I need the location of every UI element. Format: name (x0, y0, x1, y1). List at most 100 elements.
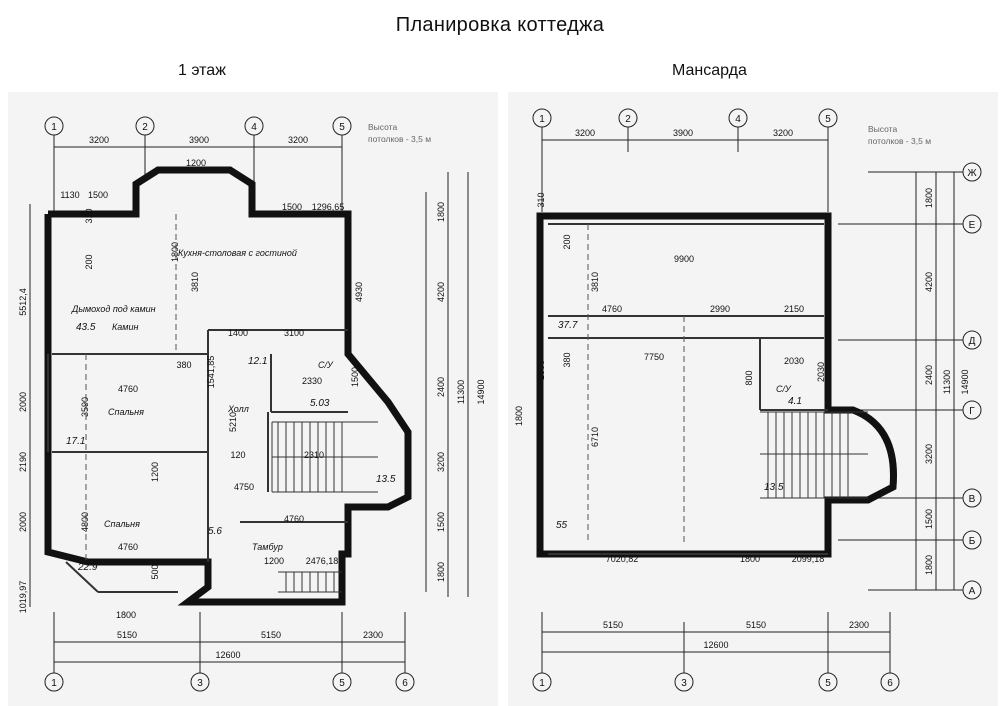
dim-text: 1541,85 (206, 356, 216, 389)
dim-text: 12600 (215, 650, 240, 660)
dim-text: 1400 (228, 328, 248, 338)
axis-label: Б (969, 536, 976, 547)
axis-label: 2 (625, 114, 631, 125)
dim-text: 2310 (304, 450, 324, 460)
dim-text: 14900 (476, 379, 486, 404)
dim-text: 3200 (575, 128, 595, 138)
axis-label: 1 (539, 678, 545, 689)
dim-text: 2000 (18, 392, 28, 412)
room-label-tambour: Тамбур (252, 542, 283, 552)
dim-text: 4800 (80, 512, 90, 532)
dim-text: 6710 (590, 427, 600, 447)
room-label-wc: С/У (776, 384, 792, 394)
axis-label: 3 (197, 678, 203, 689)
dim-text: 3810 (190, 272, 200, 292)
dim-text: 12600 (703, 640, 728, 650)
dim-text: 4930 (354, 282, 364, 302)
dim-text: 1800 (436, 202, 446, 222)
attic-plan: 1 2 4 5 1 3 5 6 Ж Е Д Г В Б А 3200 3900 … (508, 92, 998, 706)
dim-text: 1800 (436, 562, 446, 582)
floor1-label: 1 этаж (178, 62, 226, 79)
axis-label: 1 (51, 678, 57, 689)
area-label: 13.5 (376, 474, 396, 485)
dim-text: 11300 (456, 380, 466, 404)
dim-text: 4760 (118, 542, 138, 552)
area-label: 17.1 (66, 436, 85, 447)
dim-text: 2000 (18, 512, 28, 532)
dim-text: 2030 (816, 362, 826, 382)
axis-label: 2 (142, 122, 148, 133)
area-label: 5.6 (208, 526, 222, 537)
dim-text: 200 (562, 234, 572, 249)
dim-text: 500 (150, 564, 160, 579)
dim-text: 4200 (436, 282, 446, 302)
dim-text: 1800 (924, 555, 934, 575)
axis-label: Ж (967, 168, 977, 179)
dim-text: 380 (176, 360, 191, 370)
dim-text: 5210 (228, 412, 238, 432)
room-label-wc: С/У (318, 360, 334, 370)
dim-text: 1296,65 (312, 202, 345, 212)
dim-text: 1130 (60, 190, 79, 200)
dim-text: 5150 (746, 620, 766, 630)
dim-text: 2099,18 (792, 554, 825, 564)
dim-text: 4200 (924, 272, 934, 292)
axis-label: 5 (339, 678, 345, 689)
area-label: 4.1 (788, 396, 802, 407)
dim-text: 5512,4 (18, 288, 28, 316)
dim-text: 1800 (170, 242, 180, 262)
dim-text: 2330 (302, 376, 322, 386)
dim-text: 1500 (88, 190, 108, 200)
dim-text: 4760 (118, 384, 138, 394)
dim-text: 7750 (644, 352, 664, 362)
area-label: 43.5 (76, 322, 96, 333)
dim-text: 380 (562, 352, 572, 367)
dim-text: 3200 (288, 135, 308, 145)
dim-text: 2300 (849, 620, 869, 630)
room-label-chimney: Дымоход под камин (71, 304, 156, 314)
dim-text: 3200 (924, 444, 934, 464)
dim-text: 3900 (673, 128, 693, 138)
dim-text: 310 (84, 208, 94, 223)
dim-text: 1200 (264, 556, 284, 566)
dim-text: 5150 (261, 630, 281, 640)
dim-text: 11300 (942, 370, 952, 394)
room-label-bedroom: Спальня (108, 407, 144, 417)
axis-label: 6 (402, 678, 408, 689)
axis-label: 1 (51, 122, 57, 133)
dim-text: 9900 (674, 254, 694, 264)
dim-text: 2150 (784, 304, 804, 314)
ceiling-note: Высота (368, 122, 397, 132)
dim-text: 4760 (602, 304, 622, 314)
area-label: 55 (556, 520, 568, 531)
dim-text: 1800 (924, 188, 934, 208)
dim-text: 5150 (603, 620, 623, 630)
dim-text: 1500 (536, 360, 546, 380)
ceiling-note: Высота (868, 124, 897, 134)
dim-text: 3100 (284, 328, 304, 338)
dim-text: 310 (536, 192, 546, 207)
dim-text: 3200 (436, 452, 446, 472)
dim-text: 3590 (80, 397, 90, 417)
attic-label: Мансарда (672, 62, 747, 79)
dim-text: 1500 (436, 512, 446, 532)
dim-text: 1800 (514, 406, 524, 426)
area-label: 22.9 (77, 562, 98, 573)
dim-text: 200 (84, 254, 94, 269)
dim-text: 4760 (284, 514, 304, 524)
dim-text: 2400 (436, 377, 446, 397)
axis-label: 5 (825, 678, 831, 689)
axis-label: 5 (339, 122, 345, 133)
dim-text: 5150 (117, 630, 137, 640)
dim-text: 1500 (282, 202, 302, 212)
dim-text: 7020,82 (606, 554, 639, 564)
dim-text: 4750 (234, 482, 254, 492)
dim-text: 2030 (784, 356, 804, 366)
axis-label: Г (969, 406, 975, 417)
axis-label: В (969, 494, 976, 505)
dim-text: 1019,97 (18, 581, 28, 614)
area-label: 13.5 (764, 482, 784, 493)
floor1-plan: 1 2 4 5 1 3 5 6 3200 3900 3200 1200 1130… (8, 92, 498, 706)
dim-text: 1800 (740, 554, 760, 564)
dim-text: 2300 (363, 630, 383, 640)
